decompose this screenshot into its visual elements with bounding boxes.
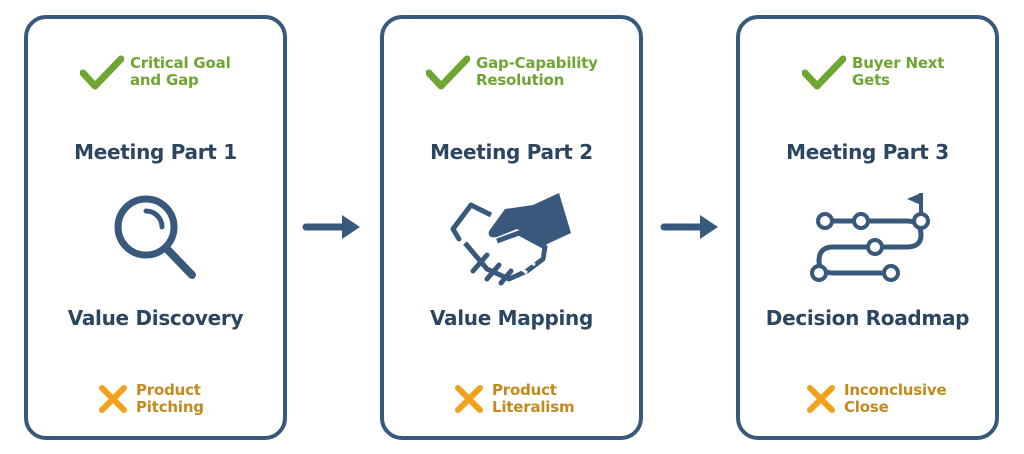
value-label: Decision Roadmap (765, 306, 970, 330)
risk-label: Inconclusive Close (844, 381, 947, 416)
meeting-card-2: Gap-Capability Resolution Meeting Part 2… (380, 15, 643, 440)
cross-icon (807, 385, 835, 413)
goal: Gap-Capability Resolution (426, 55, 616, 91)
meeting-title: Meeting Part 1 (74, 140, 237, 164)
check-icon (80, 55, 124, 90)
risk: Inconclusive Close (806, 382, 974, 416)
meeting-card-1: Critical Goal and Gap Meeting Part 1 Val… (24, 15, 287, 440)
cross-icon (455, 385, 483, 413)
magnifier-icon (114, 195, 196, 279)
icon-wrap (28, 189, 283, 289)
meeting-title: Meeting Part 3 (786, 140, 949, 164)
meeting-title: Meeting Part 2 (430, 140, 593, 164)
icon-wrap (384, 189, 639, 289)
goal: Buyer Next Gets (802, 55, 992, 91)
roadmap-icon (809, 193, 930, 282)
meeting-card-3: Buyer Next Gets Meeting Part 3 Decision … (736, 15, 999, 440)
risk-label: Product Pitching (136, 381, 204, 416)
icon-wrap (740, 189, 995, 289)
check-icon (802, 55, 846, 90)
cross-icon (99, 385, 127, 413)
value-label: Value Mapping (429, 306, 594, 330)
check-icon (426, 55, 470, 90)
goal-label: Gap-Capability Resolution (476, 54, 598, 89)
risk-label: Product Literalism (492, 381, 575, 416)
value-label: Value Discovery (67, 306, 244, 330)
goal: Critical Goal and Gap (80, 55, 270, 91)
risk: Product Pitching (98, 382, 266, 416)
handshake-icon (450, 193, 571, 286)
goal-label: Buyer Next Gets (852, 54, 945, 89)
risk: Product Literalism (454, 382, 622, 416)
goal-label: Critical Goal and Gap (130, 54, 231, 89)
arrow-right-icon (302, 215, 360, 239)
arrow-right-icon (660, 215, 718, 239)
